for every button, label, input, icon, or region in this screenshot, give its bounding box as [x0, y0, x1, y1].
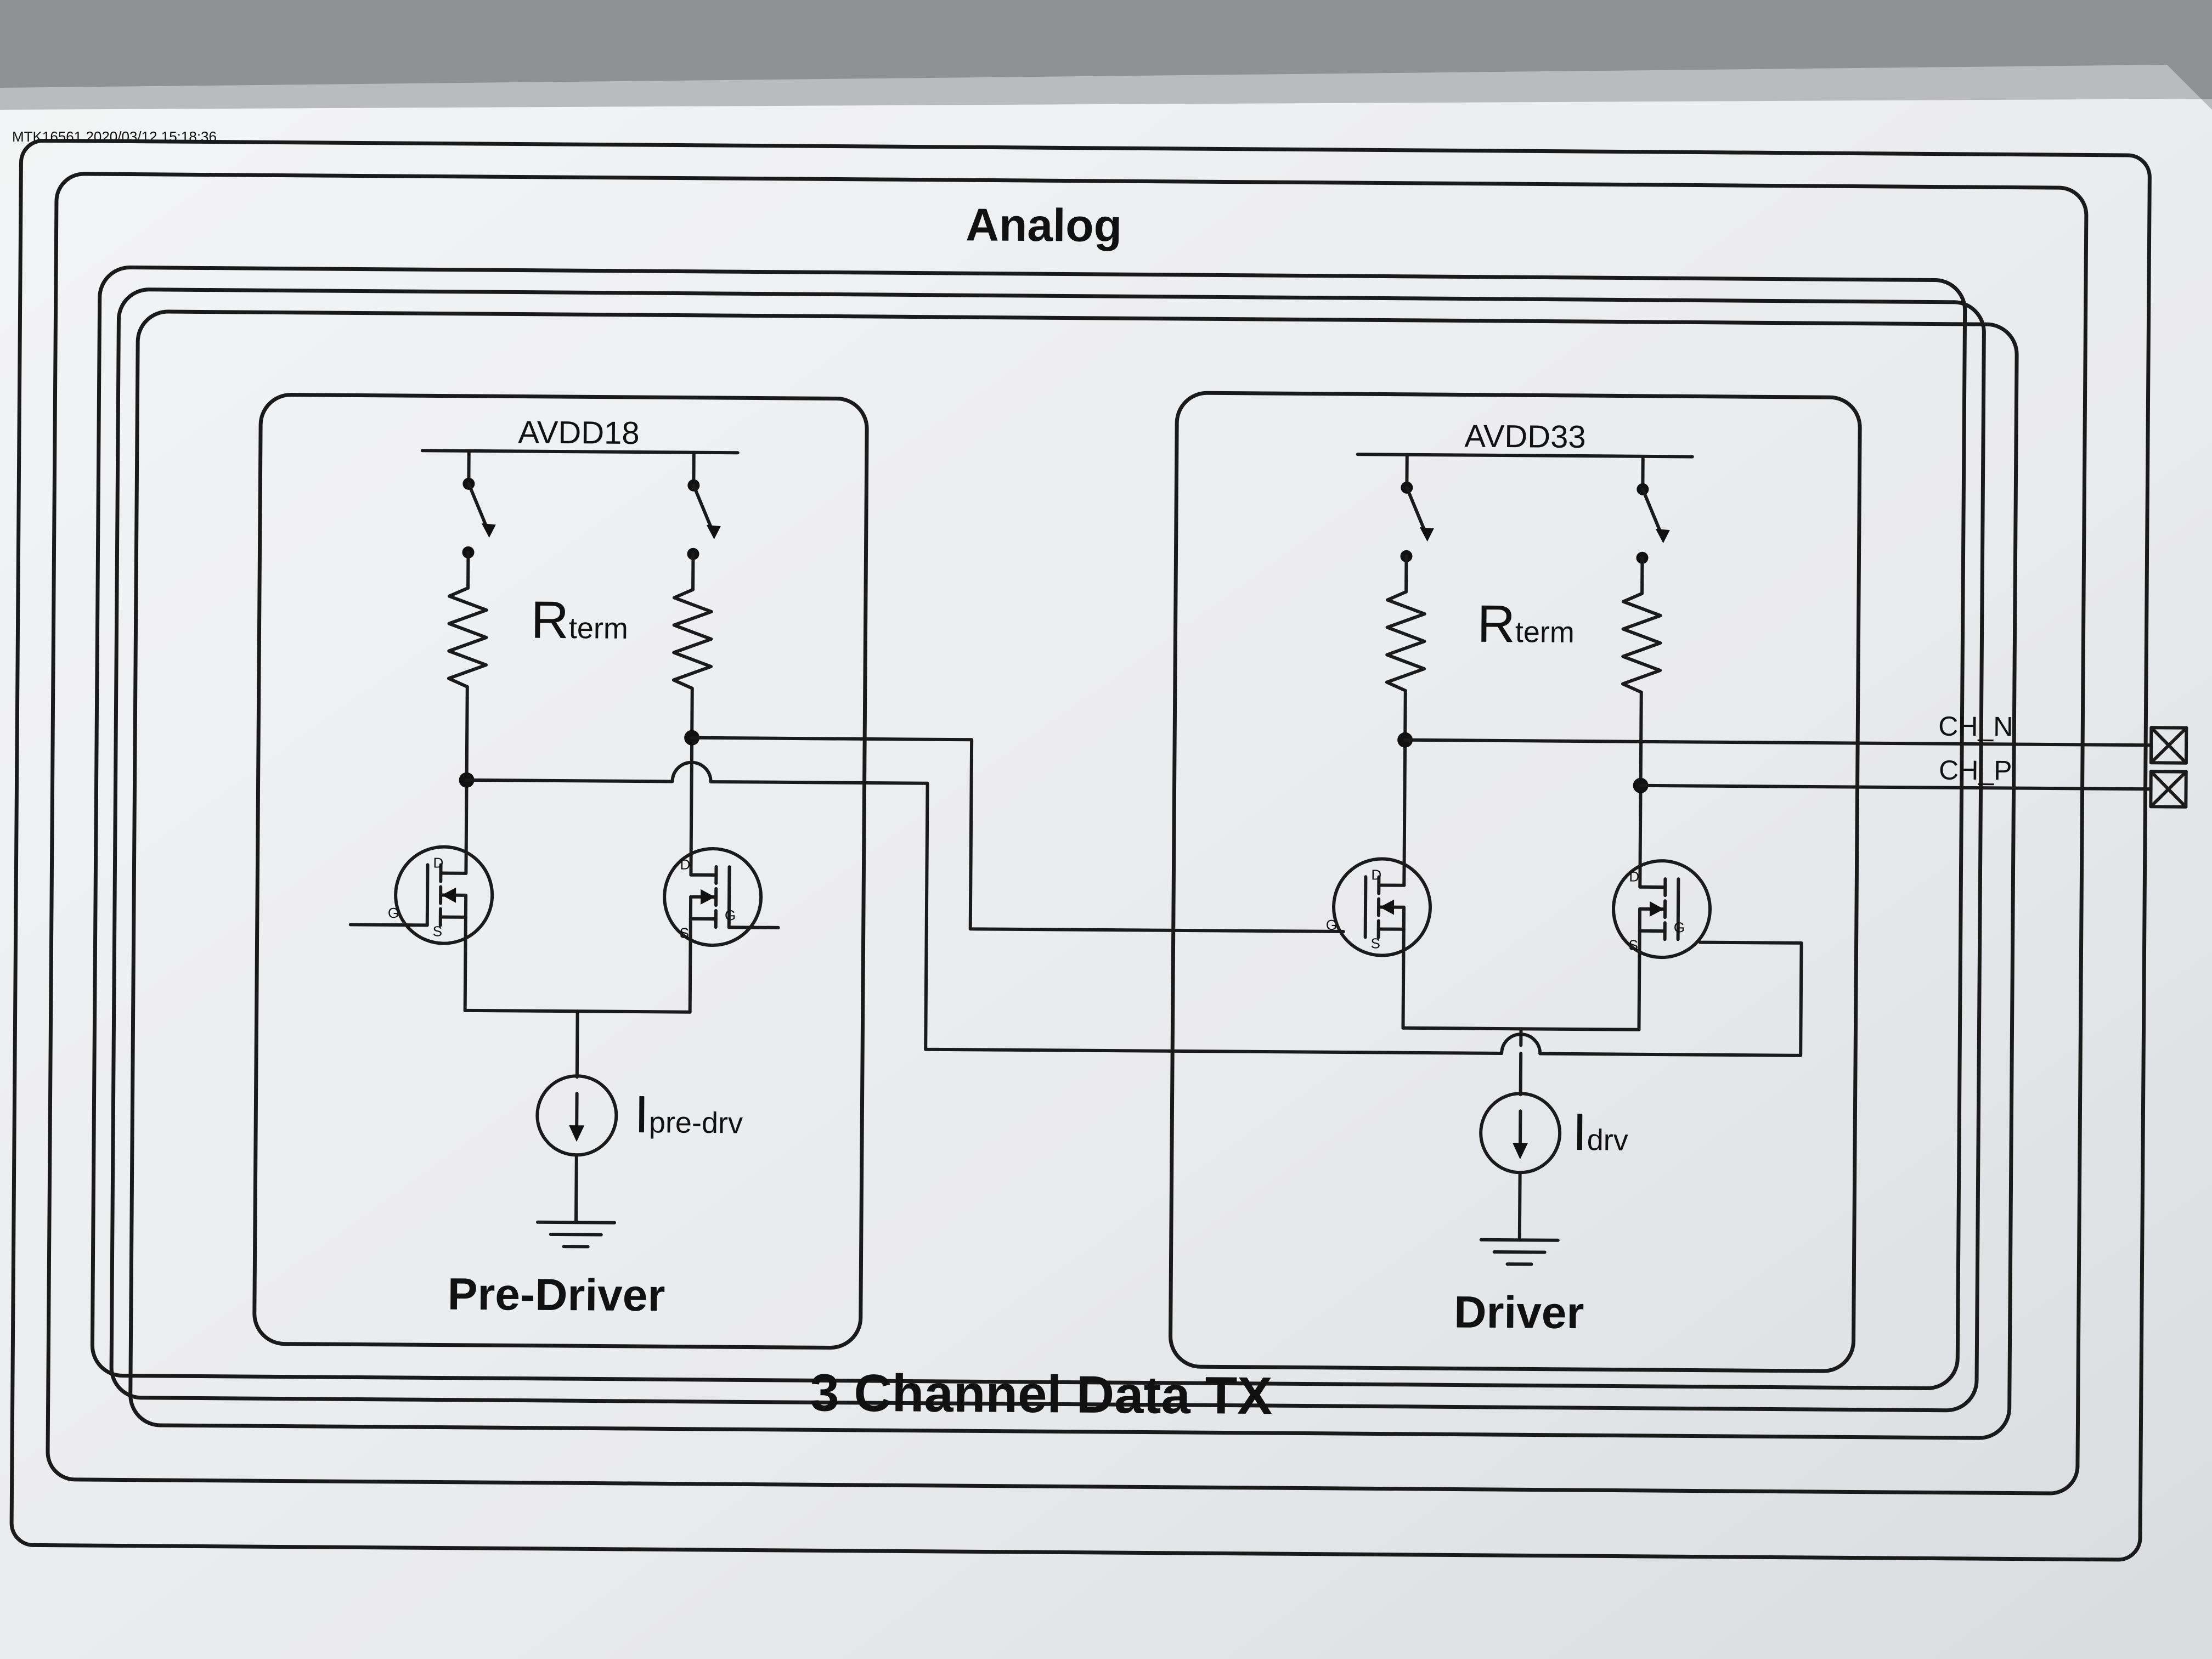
- svg-text:G: G: [1674, 919, 1685, 935]
- svg-text:G: G: [1326, 917, 1337, 933]
- pre-driver-rail: [420, 449, 740, 455]
- pre-driver-rterm-label: Rterm: [531, 591, 628, 650]
- driver-supply: AVDD33: [1464, 419, 1586, 455]
- outer-frame-back: [9, 138, 2152, 1562]
- ch-p-pad-icon: [2149, 770, 2188, 809]
- svg-text:D: D: [680, 856, 690, 873]
- driver-rterm-label: Rterm: [1477, 595, 1575, 654]
- svg-text:D: D: [1629, 868, 1639, 885]
- svg-text:D: D: [1371, 866, 1381, 883]
- pre-driver-title: Pre-Driver: [447, 1269, 665, 1321]
- driver-current-label: Idrv: [1572, 1103, 1628, 1162]
- pre-driver-supply: AVDD18: [518, 415, 640, 452]
- driver-title: Driver: [1454, 1287, 1584, 1338]
- stack-title: 3 Channel Data TX: [810, 1363, 1273, 1425]
- driver-block: [1169, 391, 1862, 1373]
- ch-n-wire: [1403, 738, 2153, 747]
- ch-n-pad-icon: [2149, 726, 2188, 765]
- pre-driver-block: [252, 393, 869, 1350]
- svg-text:S: S: [433, 923, 443, 939]
- analog-frame: [46, 172, 2089, 1496]
- analog-title: Analog: [966, 199, 1122, 251]
- ch-n-label: CH_N: [1938, 711, 2013, 742]
- svg-text:D: D: [433, 854, 443, 871]
- driver-rail: [1356, 453, 1694, 459]
- interconnect-n: [690, 736, 1345, 934]
- pre-driver-current-label: Ipre-drv: [634, 1085, 743, 1144]
- interconnect-p: [924, 781, 1504, 1056]
- channel-frame-3: [90, 266, 1967, 1390]
- channel-frame-2: [109, 287, 1986, 1413]
- svg-text:G: G: [725, 907, 736, 923]
- svg-text:S: S: [1628, 937, 1638, 953]
- channel-frame-1: [128, 309, 2019, 1440]
- ch-p-label: CH_P: [1939, 755, 2012, 786]
- svg-text:S: S: [680, 925, 690, 941]
- svg-text:S: S: [1370, 935, 1380, 951]
- ch-p-wire: [1639, 783, 2153, 791]
- svg-text:G: G: [388, 905, 399, 921]
